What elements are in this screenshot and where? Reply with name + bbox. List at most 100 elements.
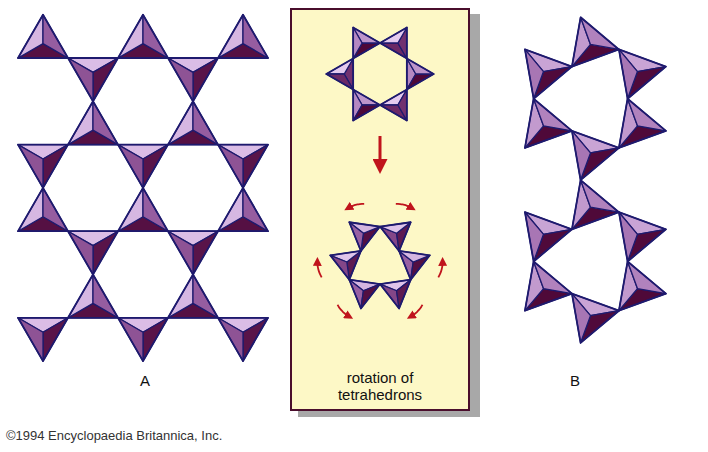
framework-b xyxy=(525,17,666,343)
tetrahedron-edge xyxy=(619,212,666,261)
tetrahedron-edge xyxy=(380,28,407,59)
tetrahedron-edge xyxy=(572,17,619,66)
tetrahedron xyxy=(525,261,572,310)
tetrahedron xyxy=(218,15,268,58)
tetrahedron xyxy=(349,280,380,309)
tetrahedron-edge xyxy=(168,101,218,144)
tetrahedron-face xyxy=(572,131,591,180)
tetrahedron-edge xyxy=(118,145,168,188)
tetrahedron xyxy=(399,251,430,280)
tetrahedron-edge xyxy=(399,251,430,280)
tetrahedron xyxy=(572,294,619,343)
tetrahedron xyxy=(619,49,666,98)
tetrahedron-face xyxy=(572,294,591,343)
copyright-note: ©1994 Encyclopaedia Britannica, Inc. xyxy=(6,428,222,443)
tetrahedron-edge xyxy=(353,28,380,59)
tetrahedron-edge xyxy=(349,222,380,251)
tetrahedron-edge xyxy=(18,15,68,58)
tetrahedron xyxy=(572,17,619,66)
panel-caption: rotation of tetrahedrons xyxy=(292,369,468,404)
tetrahedron xyxy=(118,145,168,188)
tetrahedron-edge xyxy=(330,251,361,280)
tetrahedron-edge xyxy=(18,318,68,361)
tetrahedron xyxy=(168,275,218,318)
tetrahedron-edge xyxy=(218,188,268,231)
tetrahedron-face xyxy=(619,49,638,98)
tetrahedron-edge xyxy=(118,15,168,58)
tetrahedron xyxy=(18,318,68,361)
tetrahedron-edge xyxy=(118,318,168,361)
tetrahedron xyxy=(525,212,572,261)
tetrahedron xyxy=(353,90,380,121)
tetrahedron xyxy=(218,145,268,188)
tetrahedron xyxy=(572,131,619,180)
tetrahedron-edge xyxy=(407,59,434,90)
tetrahedron xyxy=(330,251,361,280)
tetrahedron-edge xyxy=(68,275,118,318)
tetrahedron xyxy=(118,15,168,58)
tetrahedron xyxy=(572,180,619,229)
tetrahedron-edge xyxy=(326,59,353,90)
tetrahedron xyxy=(619,261,666,310)
tetrahedron-edge xyxy=(572,294,619,343)
tetrahedron xyxy=(407,59,434,90)
tetrahedron xyxy=(353,28,380,59)
tetrahedron-edge xyxy=(168,275,218,318)
rotation-arrow xyxy=(338,305,350,317)
tetrahedron xyxy=(68,275,118,318)
tetrahedron xyxy=(525,49,572,98)
tetrahedron-edge xyxy=(218,318,268,361)
tetrahedron-face xyxy=(525,49,544,98)
tetrahedron xyxy=(619,212,666,261)
framework-a xyxy=(18,15,268,361)
down-arrow xyxy=(379,136,382,168)
tetrahedron xyxy=(18,145,68,188)
tetrahedron-edge xyxy=(68,231,118,274)
tetrahedron xyxy=(380,280,411,309)
tetrahedron-ring xyxy=(326,28,433,121)
tetrahedron-edge xyxy=(353,90,380,121)
tetrahedron xyxy=(218,188,268,231)
tetrahedron xyxy=(168,231,218,274)
tetrahedron xyxy=(68,58,118,101)
rotation-arrow xyxy=(438,261,442,278)
tetrahedron-edge xyxy=(619,99,666,148)
tetrahedron-edge xyxy=(349,280,380,309)
tetrahedron xyxy=(525,99,572,148)
tetrahedron-edge xyxy=(18,145,68,188)
tetrahedron xyxy=(380,222,411,251)
tetrahedron xyxy=(168,101,218,144)
tetrahedron xyxy=(118,318,168,361)
rotation-arrow xyxy=(396,204,413,209)
tetrahedron-edge xyxy=(525,261,572,310)
tetrahedron-edge xyxy=(619,261,666,310)
tetrahedron-face xyxy=(525,212,544,261)
tetrahedron-face xyxy=(619,212,638,261)
tetrahedron xyxy=(68,231,118,274)
tetrahedron-edge xyxy=(118,188,168,231)
rotated-tetrahedron-ring xyxy=(330,222,430,308)
tetrahedron-edge xyxy=(525,49,572,98)
tetrahedron-edge xyxy=(572,180,619,229)
tetrahedron xyxy=(349,222,380,251)
tetrahedron xyxy=(380,90,407,121)
tetrahedron-edge xyxy=(380,90,407,121)
tetrahedron xyxy=(619,99,666,148)
tetrahedron-edge xyxy=(68,101,118,144)
figure-letter: A xyxy=(140,372,150,389)
tetrahedron-edge xyxy=(168,58,218,101)
tetrahedron xyxy=(18,188,68,231)
tetrahedron-edge xyxy=(572,131,619,180)
rotation-arrow xyxy=(410,305,422,317)
tetrahedron-edge xyxy=(68,58,118,101)
tetrahedron-edge xyxy=(380,280,411,309)
tetrahedron xyxy=(18,15,68,58)
tetrahedron xyxy=(218,318,268,361)
tetrahedron xyxy=(380,28,407,59)
tetrahedron xyxy=(168,58,218,101)
tetrahedron xyxy=(118,188,168,231)
tetrahedron-edge xyxy=(168,231,218,274)
tetrahedron-edge xyxy=(218,145,268,188)
panel-ground xyxy=(290,8,470,411)
tetrahedron-edge xyxy=(525,212,572,261)
